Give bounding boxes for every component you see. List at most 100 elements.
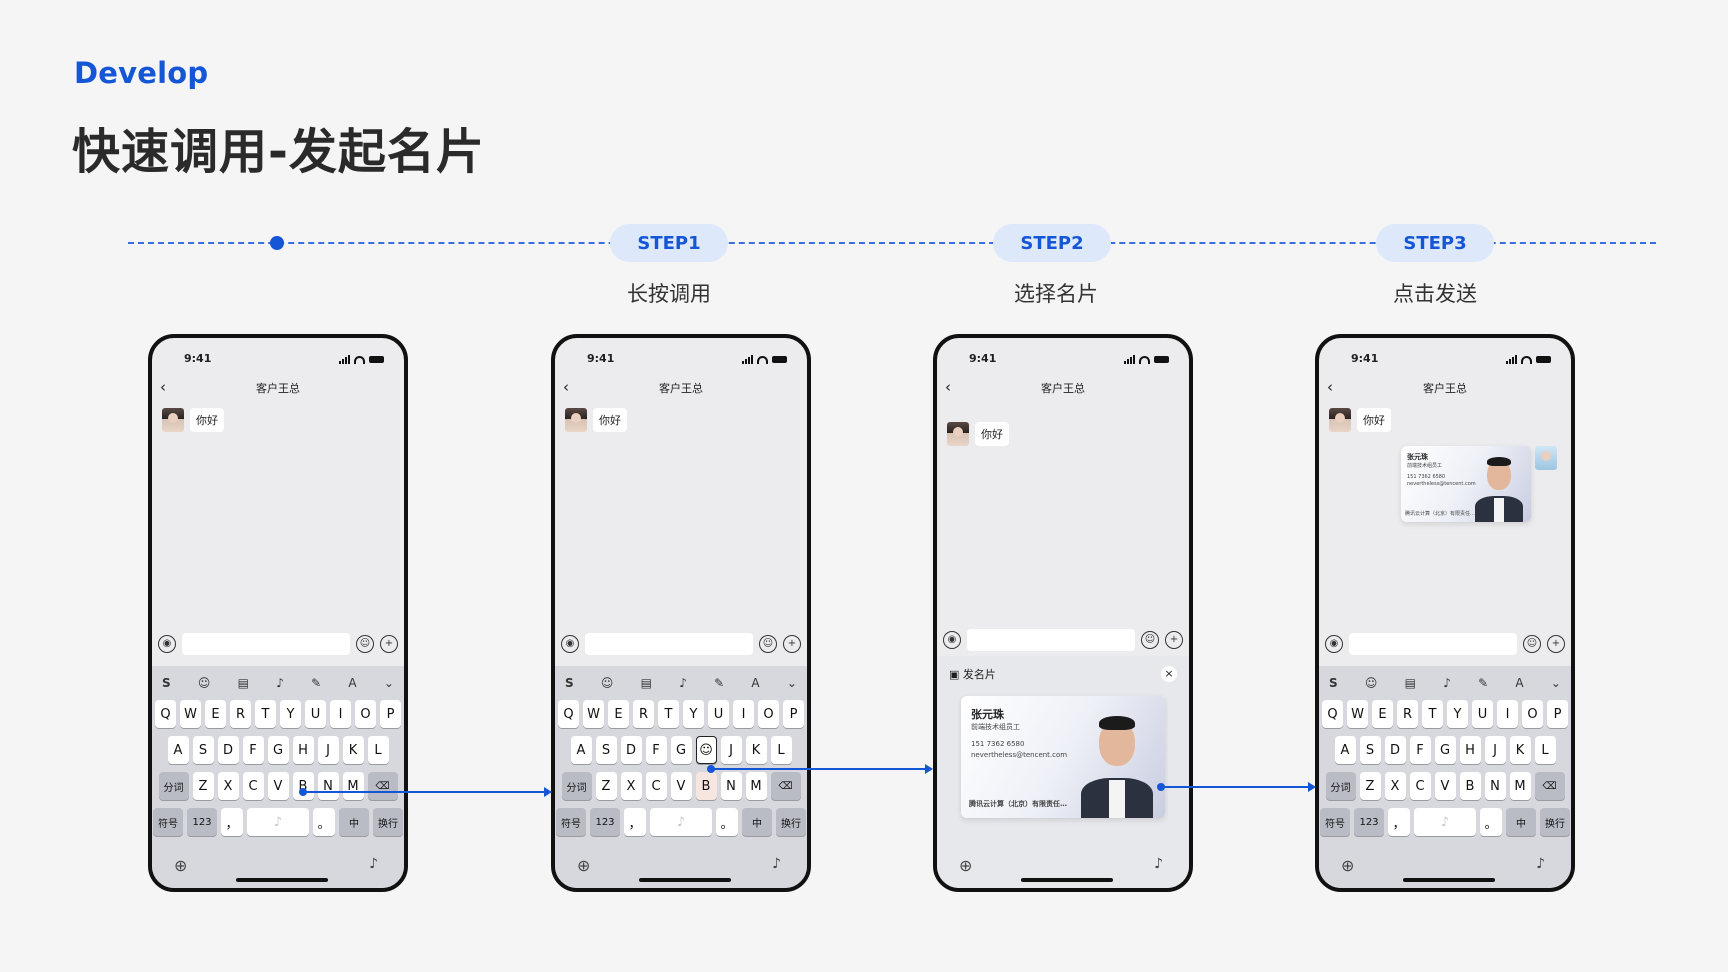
close-icon[interactable]: × <box>1161 666 1177 682</box>
fenci-key[interactable]: 分词 <box>561 772 592 800</box>
key[interactable]: N <box>720 772 742 800</box>
clipboard-icon[interactable]: ▤ <box>1404 676 1416 690</box>
key[interactable]: X <box>620 772 642 800</box>
key[interactable]: S <box>1359 736 1381 764</box>
voice-icon[interactable]: ◉ <box>158 635 176 653</box>
key[interactable]: O <box>758 700 779 728</box>
key[interactable]: D <box>217 736 239 764</box>
key[interactable]: G <box>1434 736 1456 764</box>
key[interactable]: I <box>1497 700 1518 728</box>
voice-icon[interactable]: ◉ <box>1325 635 1343 653</box>
key[interactable]: J <box>1484 736 1506 764</box>
key[interactable]: R <box>1397 700 1418 728</box>
key[interactable]: Y <box>280 700 301 728</box>
voice-icon[interactable]: ◉ <box>561 635 579 653</box>
key[interactable]: E <box>1372 700 1393 728</box>
handwrite-icon[interactable]: ✎ <box>311 676 322 690</box>
key[interactable]: G <box>267 736 289 764</box>
key[interactable]: C <box>242 772 264 800</box>
key[interactable]: Z <box>192 772 214 800</box>
dictation-icon[interactable]: ♪ <box>1154 856 1163 872</box>
key[interactable]: K <box>1509 736 1531 764</box>
key[interactable]: A <box>1334 736 1356 764</box>
key[interactable]: Z <box>595 772 617 800</box>
key[interactable]: Y <box>683 700 704 728</box>
key[interactable]: I <box>330 700 351 728</box>
mic-icon[interactable]: ♪ <box>1443 676 1451 690</box>
clipboard-icon[interactable]: ▤ <box>640 676 652 690</box>
key[interactable]: R <box>230 700 251 728</box>
emoji-icon[interactable]: ☺ <box>600 676 614 690</box>
key[interactable]: M <box>342 772 364 800</box>
font-icon[interactable]: A <box>751 676 760 690</box>
font-icon[interactable]: A <box>348 676 357 690</box>
key[interactable]: V <box>267 772 289 800</box>
collapse-icon[interactable]: ⌄ <box>383 676 394 690</box>
comma-key[interactable]: ， <box>221 808 243 836</box>
key[interactable]: U <box>305 700 326 728</box>
emoji-icon[interactable]: ☺ <box>1141 631 1159 649</box>
key[interactable]: D <box>620 736 642 764</box>
sogou-icon[interactable]: S <box>162 676 171 690</box>
period-key[interactable]: 。 <box>1480 808 1502 836</box>
key[interactable]: H <box>1459 736 1481 764</box>
clipboard-icon[interactable]: ▤ <box>237 676 249 690</box>
space-key[interactable]: ♪ <box>247 808 309 836</box>
key[interactable]: E <box>205 700 226 728</box>
mic-icon[interactable]: ♪ <box>679 676 687 690</box>
key[interactable]: T <box>1422 700 1443 728</box>
key[interactable]: X <box>1384 772 1406 800</box>
plus-icon[interactable]: + <box>1547 635 1565 653</box>
period-key[interactable]: 。 <box>716 808 738 836</box>
lang-switch-key[interactable]: 中 <box>1506 808 1536 836</box>
key[interactable]: S <box>192 736 214 764</box>
font-icon[interactable]: A <box>1515 676 1524 690</box>
key[interactable]: G <box>670 736 692 764</box>
key[interactable]: Q <box>155 700 176 728</box>
space-key[interactable]: ♪ <box>650 808 712 836</box>
key[interactable]: V <box>670 772 692 800</box>
key[interactable]: P <box>1547 700 1568 728</box>
emoji-icon[interactable]: ☺ <box>356 635 374 653</box>
emoji-icon[interactable]: ☺ <box>197 676 211 690</box>
message-input[interactable] <box>967 629 1135 651</box>
globe-icon[interactable]: ⊕ <box>959 856 973 875</box>
voice-icon[interactable]: ◉ <box>943 631 961 649</box>
number-key[interactable]: 123 <box>590 808 620 836</box>
globe-icon[interactable]: ⊕ <box>1341 856 1355 875</box>
symbol-key[interactable]: 符号 <box>1320 808 1350 836</box>
key[interactable]: I <box>733 700 754 728</box>
globe-icon[interactable]: ⊕ <box>174 856 188 875</box>
key[interactable]: J <box>317 736 339 764</box>
back-icon[interactable]: ‹ <box>160 378 166 396</box>
sogou-icon[interactable]: S <box>1329 676 1338 690</box>
key[interactable]: O <box>1522 700 1543 728</box>
back-icon[interactable]: ‹ <box>1327 378 1333 396</box>
key[interactable]: U <box>708 700 729 728</box>
enter-key[interactable]: 换行 <box>373 808 403 836</box>
key[interactable]: K <box>342 736 364 764</box>
key[interactable]: F <box>1409 736 1431 764</box>
sent-business-card[interactable]: 张元珠 前端技术组员工 151 7362 6580 nevertheless@t… <box>1401 446 1531 522</box>
dictation-icon[interactable]: ♪ <box>1536 856 1545 872</box>
key[interactable]: V <box>1434 772 1456 800</box>
key[interactable]: T <box>658 700 679 728</box>
symbol-key[interactable]: 符号 <box>153 808 183 836</box>
handwrite-icon[interactable]: ✎ <box>1478 676 1489 690</box>
number-key[interactable]: 123 <box>187 808 217 836</box>
backspace-key[interactable]: ⌫ <box>770 772 801 800</box>
key[interactable]: Q <box>558 700 579 728</box>
plus-icon[interactable]: + <box>783 635 801 653</box>
globe-icon[interactable]: ⊕ <box>577 856 591 875</box>
key[interactable]: E <box>608 700 629 728</box>
dictation-icon[interactable]: ♪ <box>369 856 378 872</box>
backspace-key[interactable]: ⌫ <box>1534 772 1565 800</box>
key[interactable]: A <box>167 736 189 764</box>
contact-card-popup-key[interactable]: ☺ <box>695 736 717 764</box>
key[interactable]: R <box>633 700 654 728</box>
key[interactable]: S <box>595 736 617 764</box>
key[interactable]: Z <box>1359 772 1381 800</box>
mic-icon[interactable]: ♪ <box>276 676 284 690</box>
fenci-key[interactable]: 分词 <box>1325 772 1356 800</box>
key[interactable]: C <box>645 772 667 800</box>
